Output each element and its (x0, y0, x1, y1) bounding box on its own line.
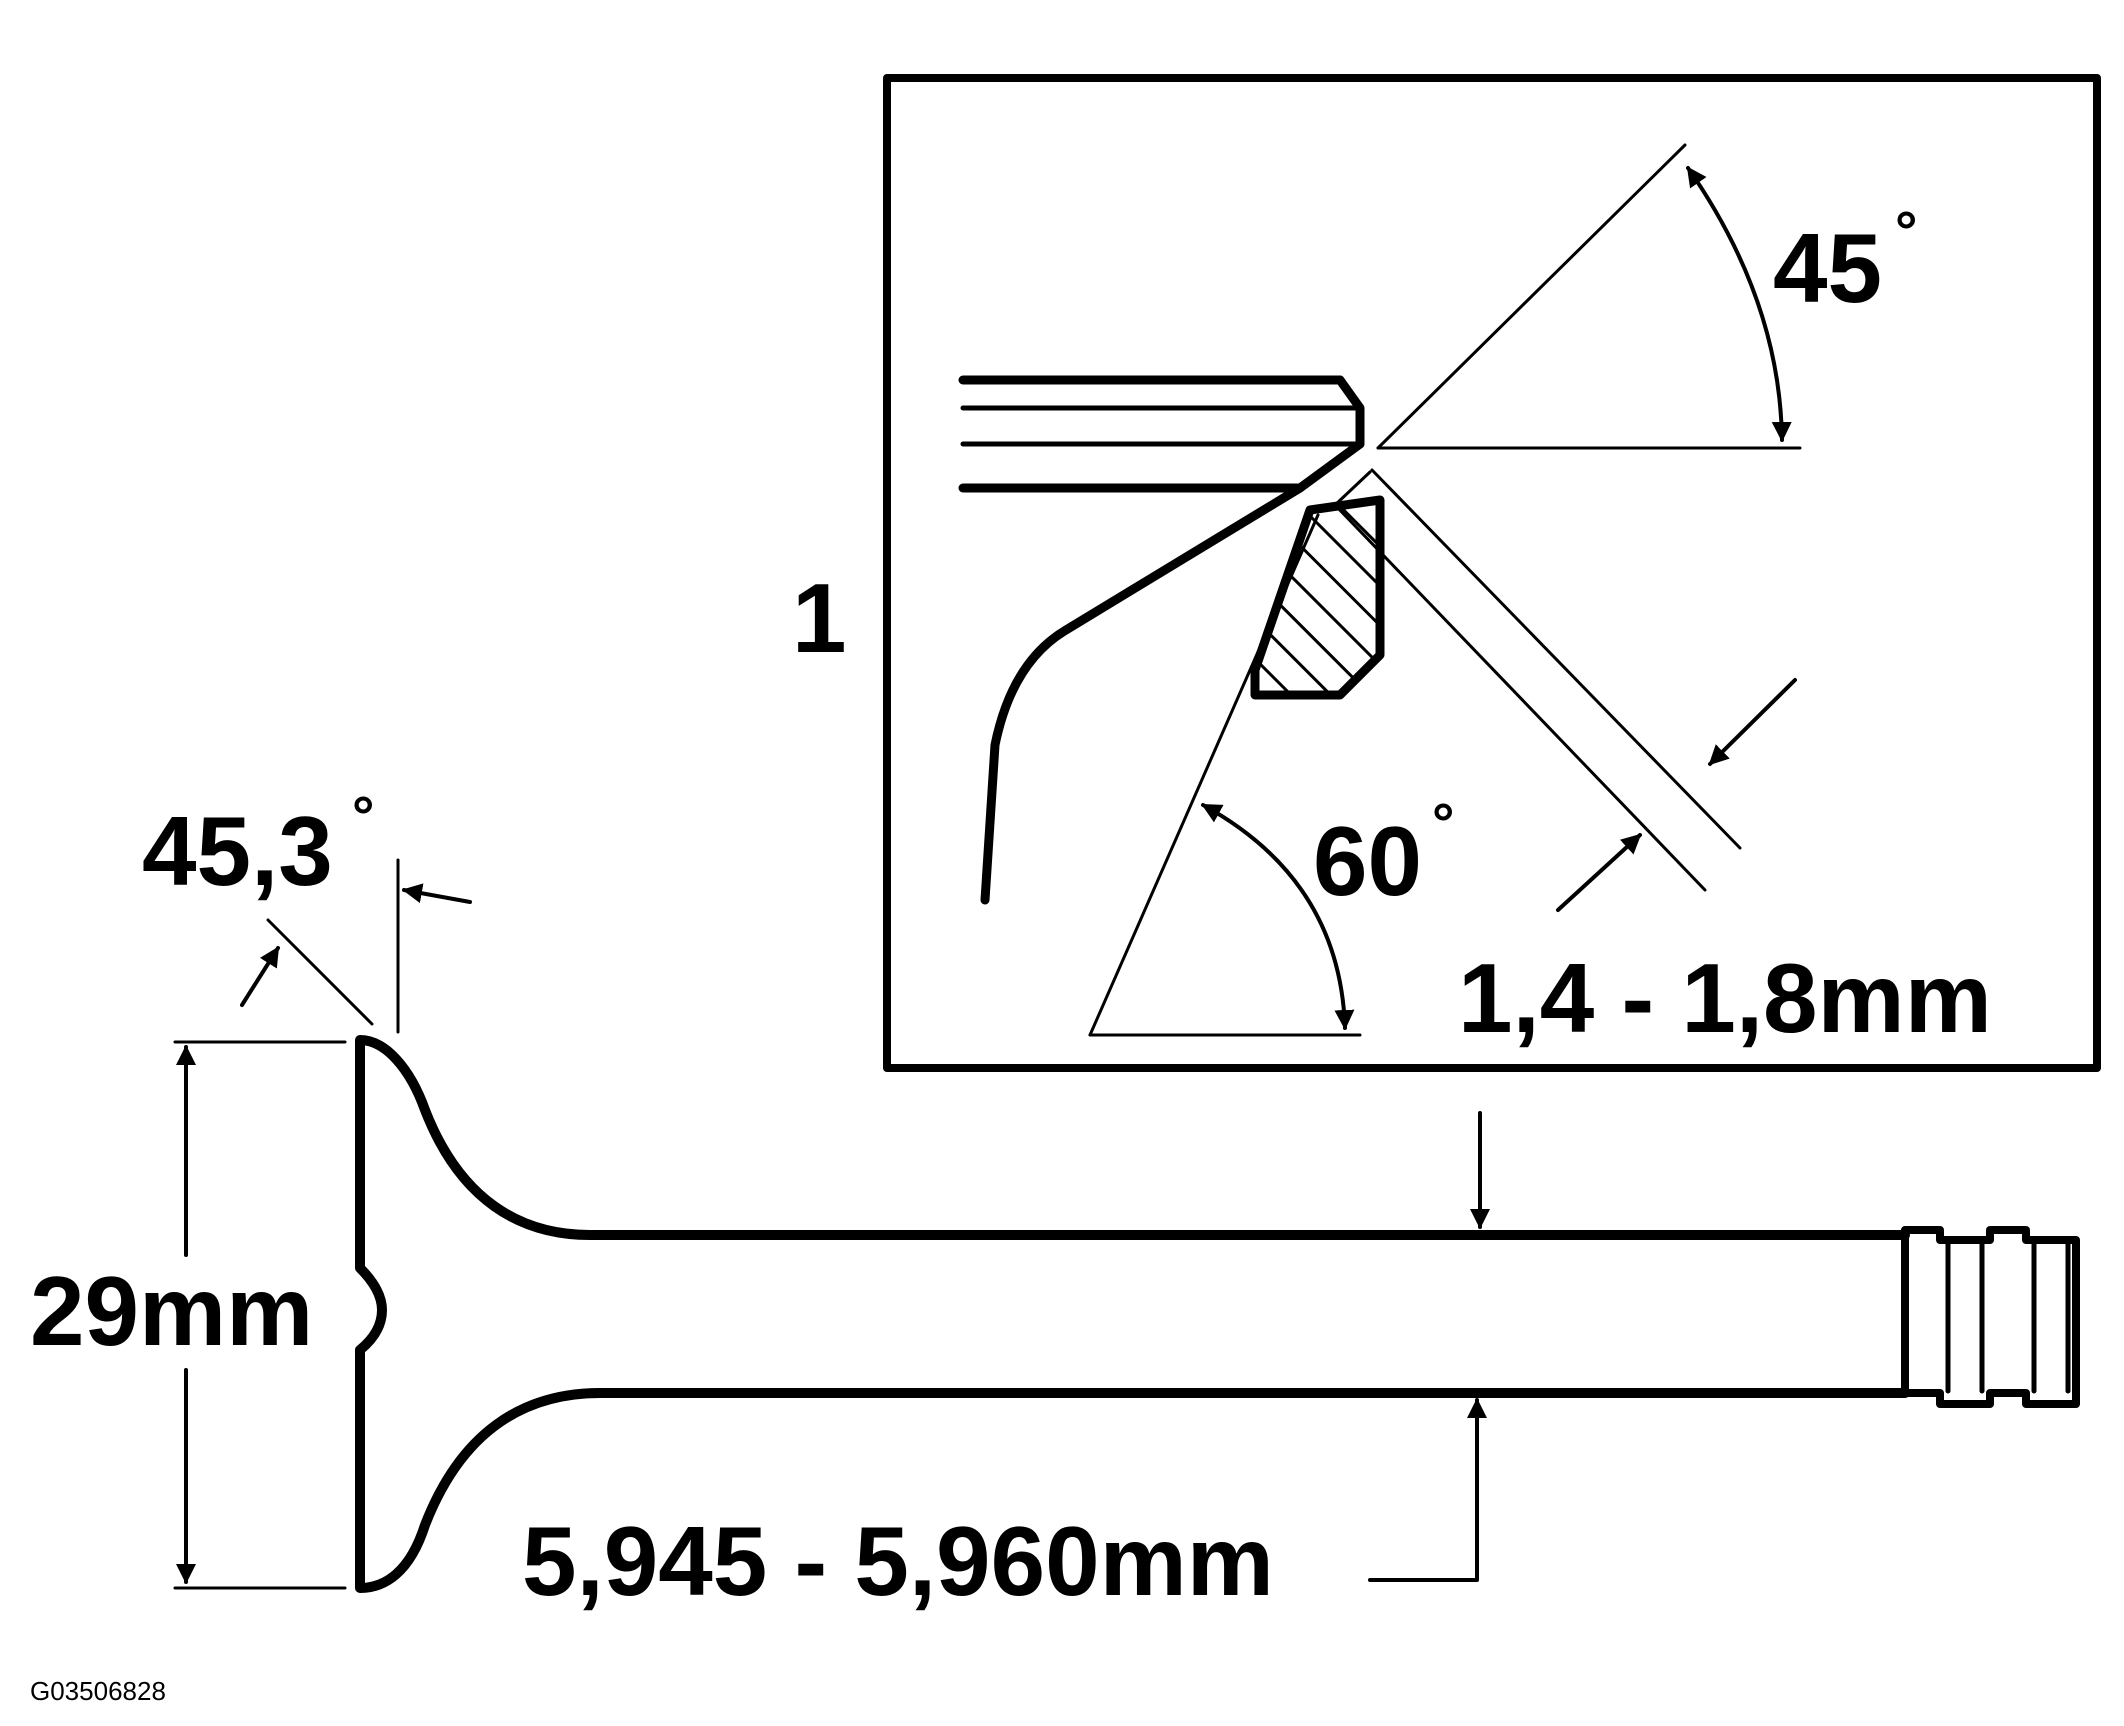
bottom-angle-degree: ° (1432, 791, 1454, 854)
detail-frame (883, 74, 2101, 1072)
valve-body (355, 1035, 2080, 1593)
head-diameter-dimension (173, 1040, 347, 1590)
top-angle-degree: ° (1895, 199, 1917, 262)
angle-60-construction (1088, 513, 1362, 1037)
valve-seat-angle-degree: ° (352, 784, 374, 847)
figure-id-label: G03506828 (30, 1676, 166, 1706)
stem-diameter-dimension (1368, 1111, 1490, 1582)
seat-width-label: 1,4 - 1,8mm (1458, 943, 1992, 1053)
stem-diameter-label: 5,945 - 5,960mm (522, 1506, 1274, 1616)
detail-number-label: 1 (792, 563, 847, 673)
angle-45-construction (1376, 143, 1802, 450)
head-diameter-label: 29mm (30, 1256, 313, 1366)
valve-seat-angle-label: 45,3 (142, 796, 333, 906)
detail-seat-insert (1250, 495, 1385, 700)
seat-width-construction (1333, 468, 1797, 912)
top-angle-label: 45 (1773, 213, 1882, 323)
detail-valve-profile (958, 375, 1365, 905)
bottom-angle-label: 60 (1313, 806, 1422, 916)
seat-angle-dimension (240, 858, 472, 1034)
